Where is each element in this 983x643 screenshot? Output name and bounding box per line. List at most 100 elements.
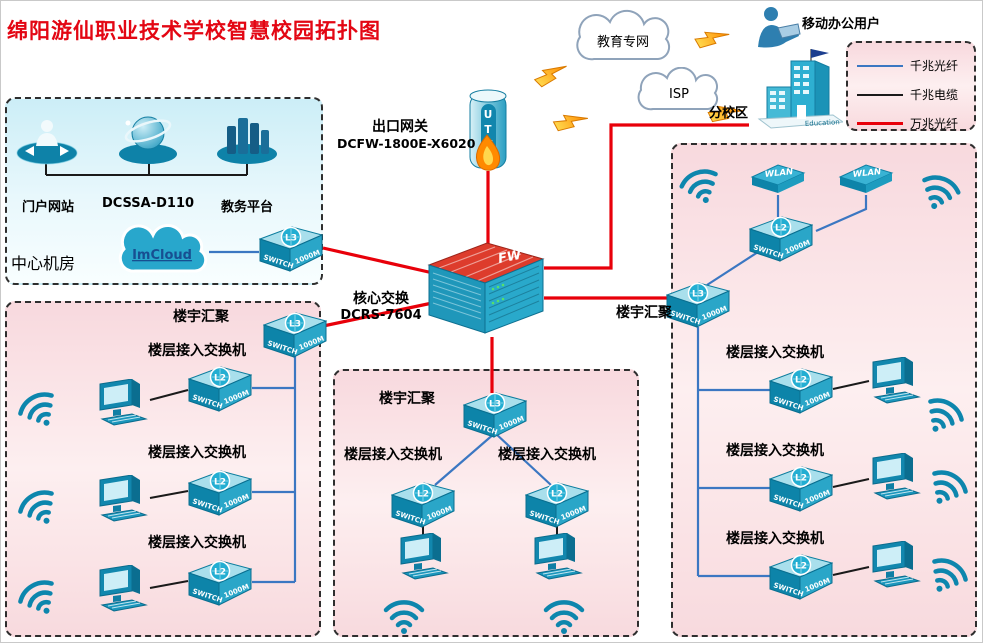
portal-server-icon	[13, 109, 81, 167]
middle-access-label-1: 楼层接入交换机	[344, 447, 442, 463]
desktop-computer-icon	[99, 564, 148, 612]
svg-text:L2: L2	[417, 490, 429, 500]
wifi-signal-left-2	[8, 476, 69, 535]
isp-cloud: ISP	[627, 66, 731, 119]
svg-text:L2: L2	[214, 478, 226, 488]
switch-icon: SWITCH 1000M L2	[187, 560, 253, 606]
svg-text:L2: L2	[551, 490, 563, 500]
desktop-computer-icon	[400, 532, 449, 580]
svg-text:L2: L2	[214, 374, 226, 384]
gateway-name: 出口网关	[372, 119, 428, 135]
legend-item-1g-fiber: 千兆光纤	[857, 57, 966, 74]
imcloud-label: ImCloud	[132, 248, 192, 263]
center-room-label: 中心机房	[11, 254, 76, 273]
right-aggregation-label: 楼宇汇聚	[616, 305, 672, 321]
desktop-computer-icon	[99, 378, 148, 426]
middle-access-l2-switch-2: SWITCH 1000M L2	[524, 479, 590, 529]
wifi-icon	[922, 175, 961, 209]
switch-icon: SWITCH 1000M L3	[462, 392, 528, 438]
left-access-label-3: 楼层接入交换机	[148, 535, 246, 551]
pc-right-1	[869, 356, 923, 407]
right-access-l2-switch-2: SWITCH 1000M L2	[768, 463, 834, 513]
left-access-l2-switch-1: SWITCH 1000M L2	[187, 363, 253, 413]
right-wlan-l2-switch: SWITCH 1000M L2	[748, 213, 814, 263]
utm-gateway-device: UTM	[457, 85, 519, 177]
page-title: 绵阳游仙职业技术学校智慧校园拓扑图	[7, 19, 381, 43]
wifi-signal-left-1	[8, 378, 69, 437]
legend-item-10g-fiber: 万兆光纤	[857, 115, 966, 132]
switch-icon: SWITCH 1000M L3	[665, 282, 731, 328]
middle-access-label-2: 楼层接入交换机	[498, 447, 596, 463]
wifi-signal-right-1	[914, 384, 975, 443]
edu-network-cloud: 教育专网	[564, 9, 684, 69]
wifi-icon	[932, 470, 968, 504]
branch-campus-label: 分校区	[709, 106, 749, 121]
academic-platform-icon	[211, 107, 283, 167]
switch-icon: SWITCH 1000M L2	[768, 466, 834, 512]
pc-right-2	[869, 452, 923, 503]
wifi-signal-right-3	[918, 544, 979, 603]
wifi-signal-left-3	[8, 566, 69, 625]
switch-icon: SWITCH 1000M L2	[187, 366, 253, 412]
mobile-user-icon	[749, 3, 803, 49]
right-access-l2-switch-1: SWITCH 1000M L2	[768, 365, 834, 415]
wlan-ap-icon: WLAN	[838, 164, 894, 193]
wlan-ap-2: WLAN	[837, 157, 895, 197]
wifi-icon	[18, 580, 54, 614]
switch-icon: SWITCH 1000M L3	[262, 312, 328, 358]
pc-right-3	[869, 540, 923, 591]
pc-middle-2	[531, 532, 585, 583]
academic-platform-label: 教务平台	[220, 200, 273, 215]
svg-text:L2: L2	[795, 562, 807, 572]
wlan-ap-icon: WLAN	[750, 164, 806, 193]
left-access-label-1: 楼层接入交换机	[148, 343, 246, 359]
wifi-signal-middle-1	[381, 593, 427, 635]
wlan-ap-1: WLAN	[749, 157, 807, 197]
desktop-computer-icon	[534, 532, 583, 580]
left-access-label-2: 楼层接入交换机	[148, 445, 246, 461]
svg-text:L3: L3	[692, 290, 704, 300]
svg-text:WLAN: WLAN	[764, 167, 793, 180]
switch-icon: SWITCH 1000M L2	[524, 482, 590, 528]
middle-aggregation-l3-switch: SWITCH 1000M L3	[462, 389, 528, 439]
left-access-l2-switch-3: SWITCH 1000M L2	[187, 557, 253, 607]
center-room-l3-switch: SWITCH 1000M L3	[258, 223, 324, 273]
switch-icon: SWITCH 1000M L3	[258, 226, 324, 272]
wifi-signal-middle-2	[541, 593, 587, 635]
wifi-icon	[928, 398, 964, 432]
legend-line-1g-cable	[857, 93, 903, 96]
left-aggregation-label: 楼宇汇聚	[173, 309, 229, 325]
wifi-icon	[18, 392, 54, 426]
wifi-signal-right-2	[918, 456, 979, 515]
portal-label: 门户网站	[21, 200, 74, 215]
desktop-computer-icon	[872, 356, 921, 404]
svg-text:WLAN: WLAN	[852, 167, 881, 180]
left-aggregation-l3-switch: SWITCH 1000M L3	[262, 309, 328, 359]
switch-icon: SWITCH 1000M L2	[390, 482, 456, 528]
desktop-computer-icon	[872, 540, 921, 588]
svg-text:L2: L2	[775, 224, 787, 234]
middle-access-l2-switch-1: SWITCH 1000M L2	[390, 479, 456, 529]
imcloud-icon: ImCloud	[111, 219, 211, 283]
legend-line-10g-fiber	[857, 122, 903, 125]
right-access-label-3: 楼层接入交换机	[726, 531, 824, 547]
pc-middle-1	[397, 532, 451, 583]
core-model: DCRS-7604	[340, 308, 422, 323]
pc-left-2	[96, 474, 150, 525]
core-switch-device: FW	[425, 237, 545, 337]
gateway-model: DCFW-1800E-X6020	[337, 136, 476, 151]
svg-text:L3: L3	[489, 400, 501, 410]
isp-cloud-label: ISP	[669, 87, 689, 102]
dcssa-label: DCSSA-D110	[101, 196, 195, 211]
svg-text:L2: L2	[795, 474, 807, 484]
pc-left-3	[96, 564, 150, 615]
mobile-user-label: 移动办公用户	[802, 17, 881, 32]
legend-line-1g-fiber	[857, 64, 903, 67]
wifi-icon	[18, 490, 54, 524]
switch-icon: SWITCH 1000M L2	[748, 216, 814, 262]
wifi-icon	[383, 600, 425, 634]
wifi-signal-right-top-2	[911, 162, 969, 217]
desktop-computer-icon	[872, 452, 921, 500]
pc-left-1	[96, 378, 150, 429]
switch-icon: SWITCH 1000M L2	[768, 554, 834, 600]
